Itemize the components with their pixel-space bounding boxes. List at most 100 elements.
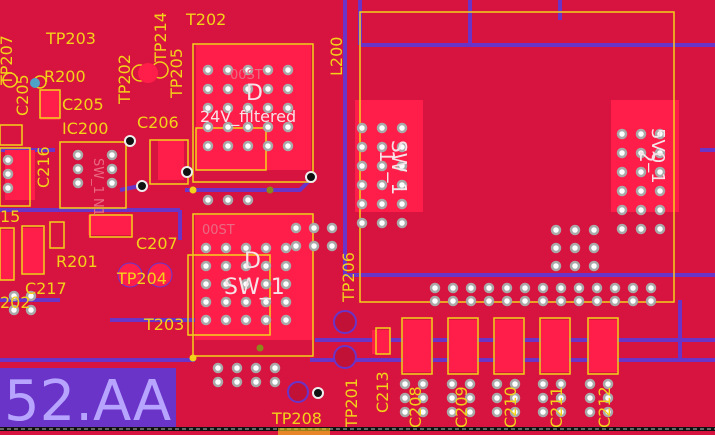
via [645, 295, 657, 307]
via [654, 147, 666, 159]
via [262, 140, 274, 152]
via [2, 154, 14, 166]
via-array [2, 64, 666, 418]
via [569, 260, 581, 272]
via [491, 392, 503, 404]
via [396, 198, 408, 210]
via [202, 64, 214, 76]
via [396, 160, 408, 172]
via [446, 392, 458, 404]
via [260, 278, 272, 290]
designator-tp205: TP205 [167, 48, 186, 99]
power-pads [0, 45, 679, 372]
via [519, 282, 531, 294]
via [282, 102, 294, 114]
via [106, 149, 118, 161]
via [282, 140, 294, 152]
via [654, 185, 666, 197]
net-label-00st-bottom: 00ST [202, 223, 235, 238]
via [242, 121, 254, 133]
via [483, 295, 495, 307]
inductor-pin1: 1 [375, 150, 399, 163]
via [72, 177, 84, 189]
via [290, 240, 302, 252]
designator-t203: T203 [143, 315, 184, 334]
via [602, 392, 614, 404]
net-label-00st: 00ST [230, 68, 263, 83]
designator-r200: R200 [44, 67, 86, 86]
via [417, 392, 429, 404]
via [616, 166, 628, 178]
via [645, 282, 657, 294]
via [376, 141, 388, 153]
via [212, 362, 224, 374]
via [550, 260, 562, 272]
via [356, 141, 368, 153]
via [635, 166, 647, 178]
via [280, 296, 292, 308]
via [220, 242, 232, 254]
designator-tp203: TP203 [45, 29, 96, 48]
via [588, 224, 600, 236]
via [537, 378, 549, 390]
via [242, 194, 254, 206]
via [280, 314, 292, 326]
via [429, 295, 441, 307]
via [356, 217, 368, 229]
via [212, 376, 224, 388]
via [588, 242, 600, 254]
silkscreen-designators: TP207 TP203 TP214 TP205 T202 L200 R200 T… [0, 10, 614, 429]
via [602, 378, 614, 390]
via [465, 295, 477, 307]
designator-c210: C210 [501, 386, 520, 428]
via [602, 406, 614, 418]
via [491, 406, 503, 418]
via [242, 64, 254, 76]
via [326, 222, 338, 234]
tp208-pad [278, 428, 330, 435]
via [635, 128, 647, 140]
via [555, 282, 567, 294]
inductor-pin2-net: 5V0_1 [647, 128, 668, 184]
via [616, 223, 628, 235]
via [250, 376, 262, 388]
via [464, 378, 476, 390]
via [447, 282, 459, 294]
via [446, 378, 458, 390]
via [555, 406, 567, 418]
via [260, 314, 272, 326]
designator-c206: C206 [137, 113, 179, 132]
designator-c216: C216 [34, 146, 53, 188]
via [269, 362, 281, 374]
via [483, 282, 495, 294]
via [584, 378, 596, 390]
via [376, 198, 388, 210]
via [569, 224, 581, 236]
via [106, 177, 118, 189]
via [376, 122, 388, 134]
designator-r201: R201 [56, 252, 98, 271]
via [399, 378, 411, 390]
via [220, 260, 232, 272]
via [609, 282, 621, 294]
via [550, 242, 562, 254]
via [240, 278, 252, 290]
via [573, 282, 585, 294]
designator-c205: C205 [62, 95, 104, 114]
via [242, 102, 254, 114]
via [635, 185, 647, 197]
via [635, 204, 647, 216]
via [308, 222, 320, 234]
via [555, 295, 567, 307]
via [262, 121, 274, 133]
via [25, 290, 37, 302]
via [609, 295, 621, 307]
via [202, 140, 214, 152]
via [429, 282, 441, 294]
via [491, 378, 503, 390]
designator-c217: C217 [25, 279, 67, 298]
via [25, 304, 37, 316]
via [356, 179, 368, 191]
